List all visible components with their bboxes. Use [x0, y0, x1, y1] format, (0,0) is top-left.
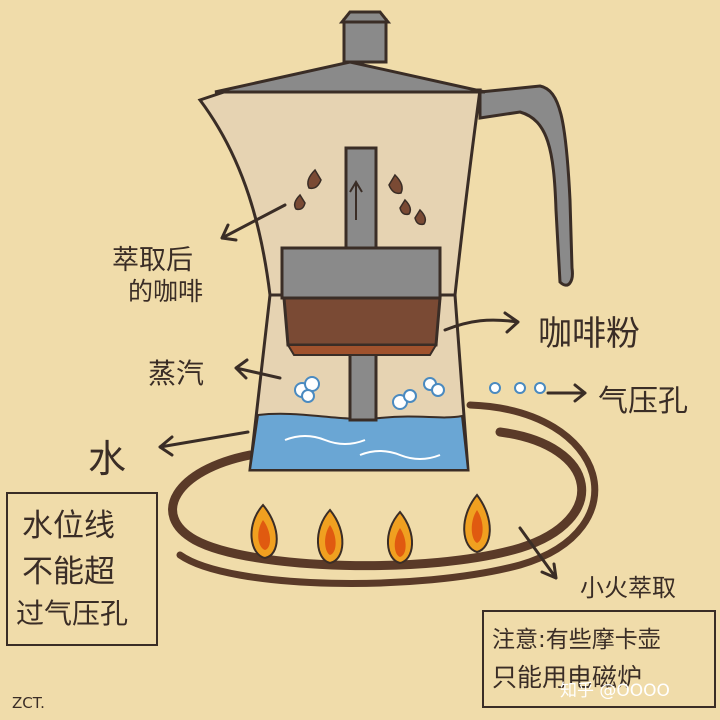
water-level-note-line2: 不能超: [22, 554, 115, 590]
label-low-heat: 小火萃取: [580, 574, 676, 602]
induction-note: [482, 610, 716, 708]
water-level-note: [6, 492, 158, 646]
coffee-grounds: [282, 296, 442, 347]
burner-ring-icon: [168, 401, 599, 587]
induction-note-line1: 注意:有些摩卡壶: [492, 627, 661, 653]
label-coffee-powder: 咖啡粉: [538, 314, 640, 354]
funnel-stem: [348, 343, 378, 422]
water-level-note-line3: 过气压孔: [16, 597, 129, 630]
induction-note-line2: 只能用电磁炉: [492, 663, 643, 692]
label-steam: 蒸汽: [148, 357, 205, 390]
watermark: 知乎 @OOOO: [560, 681, 670, 701]
label-air-hole: 气压孔: [598, 384, 688, 419]
signature: ZCT.: [12, 694, 45, 712]
flame-icon: [250, 493, 491, 565]
label-water: 水: [88, 437, 127, 481]
pot-handle: [478, 84, 574, 287]
lid-knob: [342, 18, 388, 64]
arrow-icon: [158, 203, 587, 580]
pot-lid: [214, 60, 486, 94]
coffee-droplets: [293, 168, 427, 226]
label-extracted-coffee-line1: 萃取后: [112, 245, 193, 276]
water-level-note-line1: 水位线: [22, 508, 115, 544]
steam-puff-icon: [294, 376, 546, 410]
label-extracted-coffee-line2: 的咖啡: [128, 277, 204, 306]
filter-basket-top: [280, 246, 442, 300]
center-tube: [344, 146, 378, 260]
